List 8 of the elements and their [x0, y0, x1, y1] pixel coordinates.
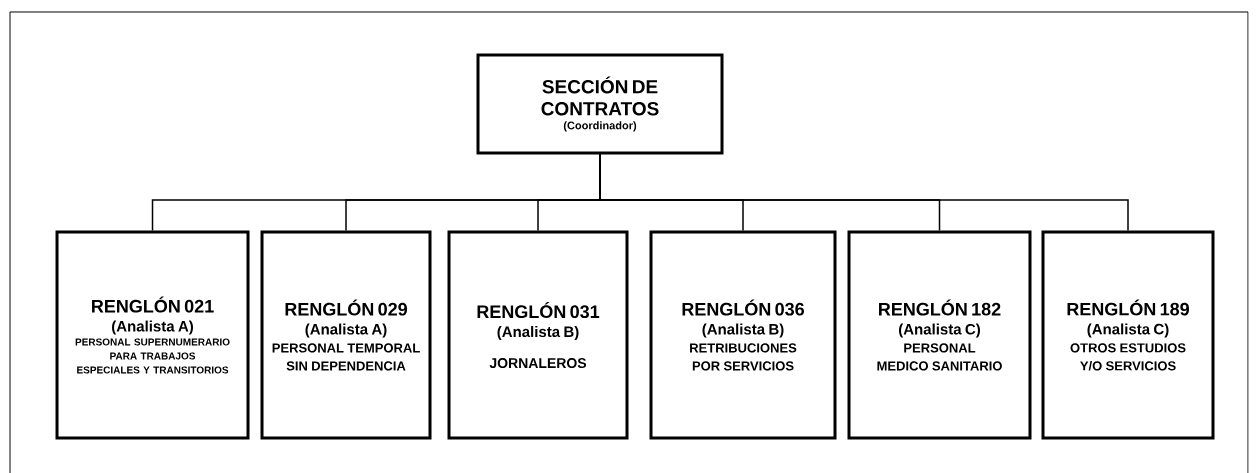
- coordinator-box: SECCIÓN DE CONTRATOS (Coordinador): [476, 53, 724, 155]
- unit-box: RENGLÓN 029 (Analista A) PERSONAL TEMPORAL SIN DEPENDENCIA: [260, 230, 432, 440]
- unit-box: RENGLÓN 189 (Analista C) OTROS ESTUDIOS Y/O SERVICIOS: [1041, 230, 1215, 440]
- connector-line: [599, 153, 1129, 232]
- unit-box: RENGLÓN 036 (Analista B) RETRIBUCIONES POR SERVICIOS: [649, 230, 837, 440]
- unit-box: RENGLÓN 182 (Analista C) PERSONAL MEDICO SANITARIO: [847, 230, 1032, 440]
- unit-box: RENGLÓN 031 (Analista B) JORNALEROS: [447, 230, 629, 440]
- unit-box: RENGLÓN 021 (Analista A) PERSONAL SUPERNUMERARIO PARA TRABAJOS ESPECIALES Y TRANSITORIOS: [55, 230, 250, 440]
